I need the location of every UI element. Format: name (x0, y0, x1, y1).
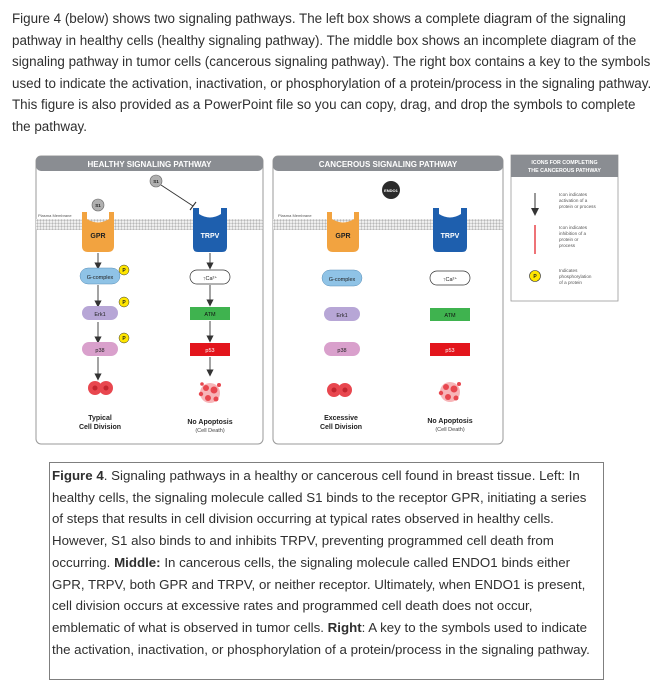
svg-text:Icon indicates: Icon indicates (559, 225, 588, 230)
s1-label: S1 (153, 179, 159, 184)
cancerous-title: CANCEROUS SIGNALING PATHWAY (319, 160, 458, 169)
intro-paragraph: Figure 4 (below) shows two signaling pat… (12, 11, 652, 134)
no-apoptosis-label: No Apoptosis (187, 419, 232, 426)
svg-text:P: P (122, 268, 126, 274)
cancer-atm (430, 308, 470, 321)
phosphorylation-icon (529, 270, 541, 282)
cell-death-label: (Cell Death) (195, 428, 225, 434)
svg-text:P: P (122, 336, 126, 342)
cancer-gpr-receptor (327, 212, 359, 252)
caption-middle-label: Middle: (114, 554, 161, 570)
healthy-panel: HEALTHY SIGNALING PATHWAY Plasma Membran… (35, 155, 264, 445)
healthy-membrane-label: Plasma Membrane (38, 213, 72, 218)
healthy-title: HEALTHY SIGNALING PATHWAY (87, 160, 212, 169)
g-complex (79, 267, 121, 285)
svg-text:p53: p53 (445, 348, 454, 354)
caption-label: Figure 4 (52, 468, 104, 483)
healthy-membrane (36, 219, 263, 230)
p53 (190, 343, 230, 356)
excessive-label: Excessive (324, 415, 358, 422)
svg-text:inhibition of a: inhibition of a (559, 231, 587, 236)
apoptotic-cell-icon (198, 382, 221, 403)
cancer-calcium-oval (429, 270, 471, 286)
caption-text-3: : A key to the symbols used to indicate … (52, 619, 590, 657)
calcium-oval (189, 269, 231, 285)
erk1 (82, 306, 118, 320)
g-complex-label: G-complex (87, 275, 114, 281)
erk1-label: Erk1 (94, 312, 105, 318)
svg-text:Erk1: Erk1 (336, 313, 347, 319)
svg-text:Icon indicates: Icon indicates (559, 192, 588, 197)
dividing-cell-icon (88, 381, 113, 395)
svg-text:p38: p38 (337, 348, 346, 354)
gpr-receptor (82, 212, 114, 252)
svg-text:(Cell Death): (Cell Death) (435, 427, 465, 433)
caption-text-2: In cancerous cells, the signaling molecu… (52, 554, 586, 635)
svg-text:P: P (533, 274, 537, 280)
svg-text:S1: S1 (95, 203, 101, 208)
key-title-2: THE CANCEROUS PATHWAY (528, 168, 601, 174)
s1-molecule (149, 174, 163, 188)
cancerous-panel: CANCEROUS SIGNALING PATHWAY Plasma Membr… (272, 155, 504, 445)
svg-text:TRPV: TRPV (441, 233, 460, 240)
phosphate-icon (118, 296, 130, 308)
endo1-label: ENDO1 (384, 188, 399, 193)
cancer-trpv-channel (433, 208, 467, 252)
atm (190, 307, 230, 320)
svg-text:Cell Division: Cell Division (320, 424, 362, 431)
cancerous-header (273, 156, 503, 171)
cell-division-label: Cell Division (79, 424, 121, 431)
gpr-label: GPR (90, 233, 105, 240)
phosphate-icon (118, 264, 130, 276)
p53-label: p53 (205, 348, 214, 354)
svg-text:protein or process: protein or process (559, 204, 596, 209)
cancer-p53 (430, 343, 470, 356)
svg-text:Indicates: Indicates (559, 268, 578, 273)
endo1-molecule (382, 181, 400, 199)
cancer-dividing-cell-icon (327, 383, 352, 397)
svg-text:G-complex: G-complex (329, 277, 356, 283)
svg-text:No Apoptosis: No Apoptosis (427, 418, 472, 425)
s1-bound-molecule (91, 198, 105, 212)
cancer-p38 (324, 342, 360, 356)
svg-text:P: P (122, 300, 126, 306)
cancerous-membrane-label: Plasma Membrane (278, 213, 312, 218)
trpv-channel (193, 208, 227, 252)
p38 (82, 342, 118, 356)
trpv-label: TRPV (201, 233, 220, 240)
cancer-erk1 (324, 307, 360, 321)
svg-text:process: process (559, 243, 576, 248)
caption-text-1: . Signaling pathways in a healthy or can… (52, 468, 587, 570)
phosphate-icon (118, 332, 130, 344)
svg-text:phosphorylation: phosphorylation (559, 274, 592, 279)
cancer-g-complex (321, 269, 363, 287)
s1-inhibition-line (160, 184, 194, 207)
cancerous-membrane (273, 219, 503, 230)
svg-text:activation of a: activation of a (559, 198, 588, 203)
figure-caption: Figure 4. Signaling pathways in a health… (49, 462, 604, 680)
svg-text:protein or: protein or (559, 237, 579, 242)
key-panel: ICONS FOR COMPLETING THE CANCEROUS PATHW… (510, 154, 619, 302)
svg-text:↑Ca²⁺: ↑Ca²⁺ (443, 276, 458, 283)
p38-label: p38 (95, 348, 104, 354)
signaling-pathway-figure: HEALTHY SIGNALING PATHWAY Plasma Membran… (35, 154, 619, 445)
atm-label: ATM (204, 312, 216, 318)
calcium-label: ↑Ca²⁺ (203, 275, 218, 282)
caption-right-label: Right (327, 619, 362, 635)
svg-text:of a protein: of a protein (559, 280, 582, 285)
typical-label: Typical (88, 415, 112, 422)
healthy-header (36, 156, 263, 171)
key-title-1: ICONS FOR COMPLETING (531, 160, 597, 166)
key-header (511, 155, 618, 177)
svg-text:ATM: ATM (444, 313, 456, 319)
cancer-apoptotic-cell-icon (438, 382, 461, 402)
svg-text:GPR: GPR (335, 233, 350, 240)
